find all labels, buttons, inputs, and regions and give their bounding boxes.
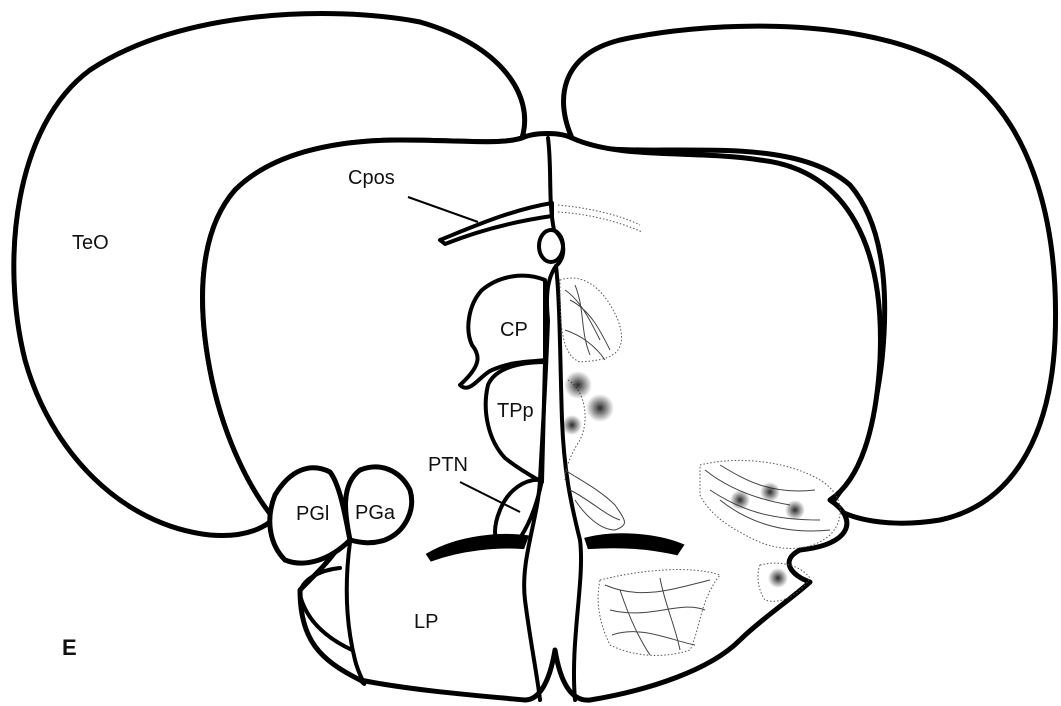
label-teo: TeO [72,232,109,254]
label-cp: CP [500,319,528,341]
label-tpp: TPp [497,400,534,422]
label-cpos: Cpos [348,167,395,189]
panel-letter: E [62,635,77,660]
label-ptn: PTN [428,454,468,476]
label-pga: PGa [355,502,396,524]
label-pgl: PGl [296,503,329,525]
label-lp: LP [414,611,438,633]
